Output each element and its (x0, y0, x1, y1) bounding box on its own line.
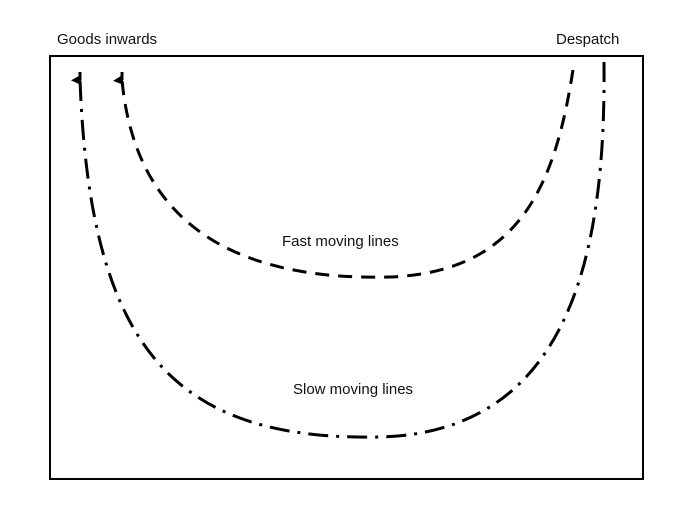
slow-moving-lines-label: Slow moving lines (293, 381, 414, 398)
despatch-label: Despatch (556, 31, 620, 48)
goods-inwards-label: Goods inwards (57, 31, 158, 48)
fast-moving-path (113, 69, 575, 279)
slow-moving-path (71, 61, 606, 439)
fast-moving-lines-label: Fast moving lines (282, 233, 399, 250)
layout-boundary (49, 55, 644, 480)
